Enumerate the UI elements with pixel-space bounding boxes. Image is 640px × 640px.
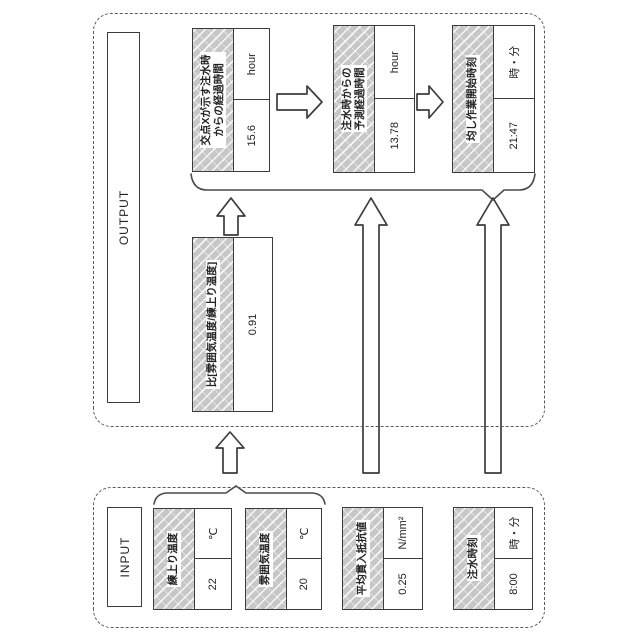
mix-temperature-value: 22: [195, 558, 231, 609]
elapsed-time-value: 15.6: [234, 99, 269, 171]
penetration-resistance-unit: N/mm²: [384, 508, 422, 558]
input-temps-group-brace: [153, 485, 326, 505]
ambient-temperature-unit: ℃: [287, 509, 321, 559]
ratio-label-cell: 比[雰囲気温度/練上り温度]: [193, 238, 234, 411]
predicted-time-value: 13.78: [375, 98, 414, 172]
elapsed-time-label: 交点Xが示す注水時 からの経過時間: [199, 52, 227, 148]
predicted-time-unit: hour: [375, 26, 414, 99]
arrow-inputs-to-ratio-icon: [215, 431, 245, 474]
penetration-resistance-label-cell: 平均貫入抵抗値: [343, 508, 384, 609]
arrow-elapsed-to-predicted-icon: [276, 85, 323, 119]
ratio-label: 比[雰囲気温度/練上り温度]: [206, 259, 220, 390]
ratio-value: 0.91: [234, 238, 272, 411]
elapsed-time-label-cell: 交点Xが示す注水時 からの経過時間: [193, 29, 234, 171]
output-section-label: OUTPUT: [107, 32, 140, 403]
input-box-ambient-temperature: 雰囲気温度 20 ℃: [245, 508, 322, 610]
ambient-temperature-value: 20: [287, 558, 321, 609]
input-box-penetration-resistance: 平均貫入抵抗値 0.25 N/mm²: [342, 507, 423, 610]
leveling-start-value: 21:47: [494, 98, 534, 172]
input-box-watering-time: 注水時刻 8:00 時・分: [453, 507, 533, 610]
predicted-time-label: 注水時からの 予測経過時間: [340, 65, 368, 133]
penetration-resistance-label: 平均貫入抵抗値: [356, 519, 370, 598]
leveling-start-unit: 時・分: [494, 26, 534, 99]
mix-temperature-label: 練上り温度: [167, 530, 181, 588]
mix-temperature-unit: ℃: [195, 509, 231, 559]
output-box-leveling-start-time: 均し作業開始時刻 21:47 時・分: [452, 25, 535, 173]
output-box-predicted-elapsed-time: 注水時からの 予測経過時間 13.78 hour: [333, 25, 415, 173]
ambient-temperature-label: 雰囲気温度: [259, 530, 273, 588]
penetration-resistance-value: 0.25: [384, 558, 422, 609]
leveling-start-label: 均し作業開始時刻: [466, 55, 480, 143]
watering-time-label: 注水時刻: [467, 535, 481, 582]
input-box-mix-temperature: 練上り温度 22 ℃: [153, 508, 232, 610]
mix-temperature-label-cell: 練上り温度: [154, 509, 195, 609]
output-group-brace: [190, 173, 536, 202]
predicted-time-label-cell: 注水時からの 予測経過時間: [334, 26, 375, 172]
output-box-elapsed-time-at-intersection: 交点Xが示す注水時 からの経過時間 15.6 hour: [192, 28, 270, 172]
arrow-watering-time-to-output-icon: [476, 197, 510, 474]
watering-time-unit: 時・分: [495, 508, 532, 558]
arrow-ratio-to-elapsed-box-icon: [216, 197, 246, 236]
ambient-temperature-label-cell: 雰囲気温度: [246, 509, 287, 609]
ratio-box: 比[雰囲気温度/練上り温度] 0.91: [192, 237, 273, 412]
watering-time-value: 8:00: [495, 558, 532, 609]
watering-time-label-cell: 注水時刻: [454, 508, 495, 609]
leveling-start-label-cell: 均し作業開始時刻: [453, 26, 494, 172]
arrow-penetration-to-output-icon: [354, 197, 388, 474]
arrow-predicted-to-start-time-icon: [416, 85, 444, 119]
input-section-label: INPUT: [107, 507, 142, 607]
elapsed-time-unit: hour: [234, 29, 269, 100]
